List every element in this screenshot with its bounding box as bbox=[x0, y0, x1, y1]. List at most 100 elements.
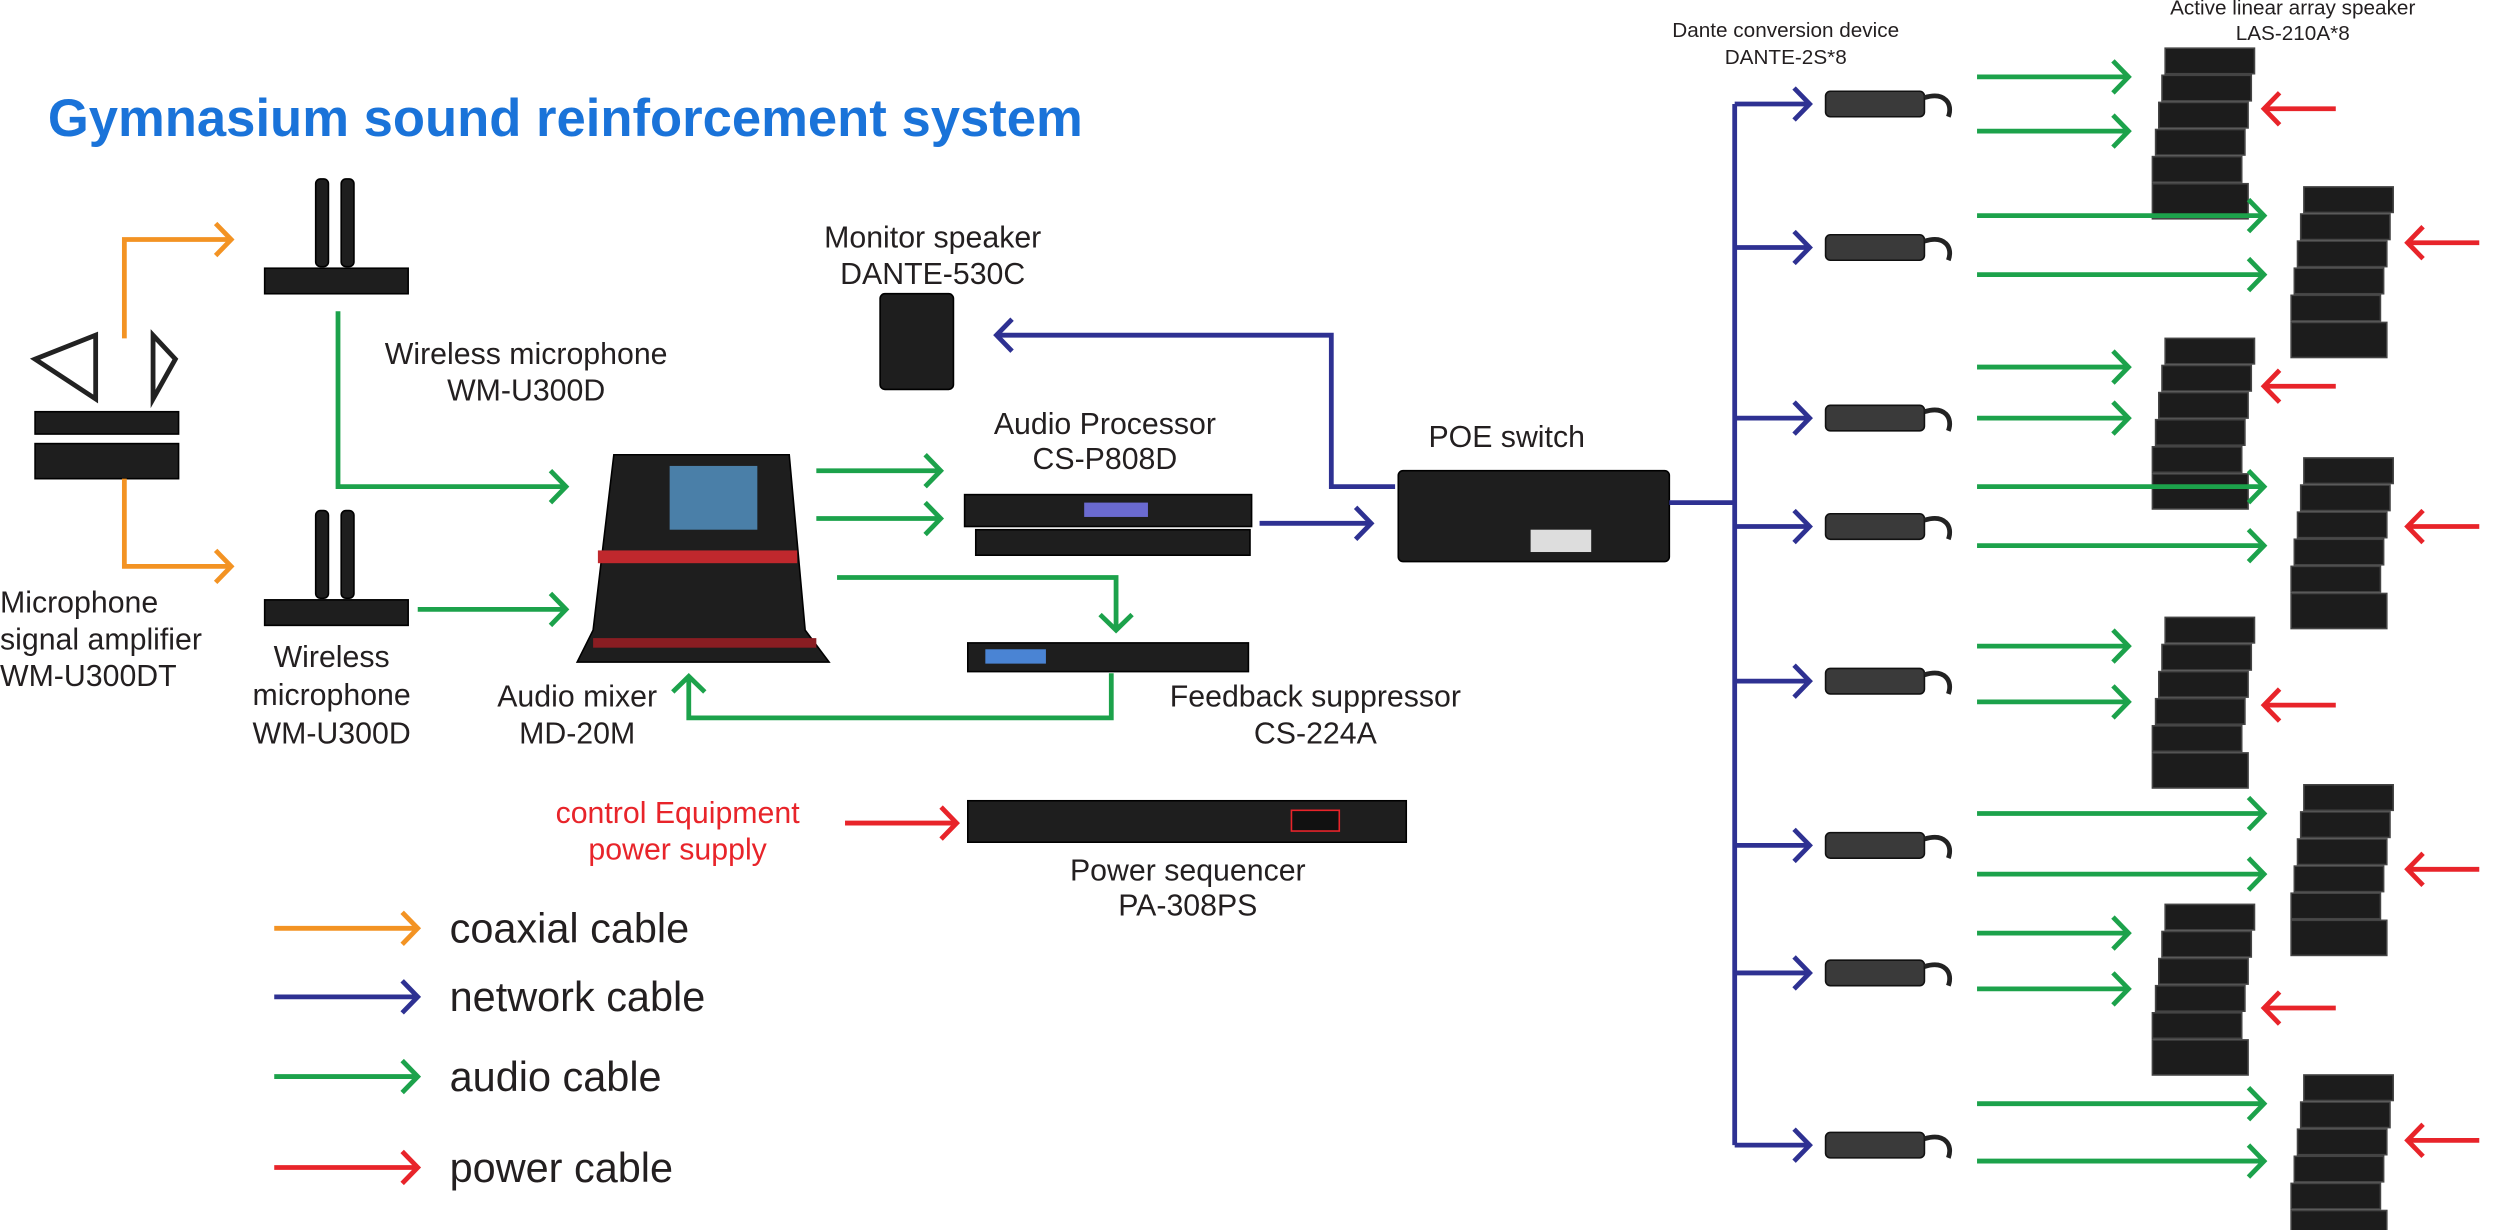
power-cable bbox=[2404, 1122, 2480, 1159]
audio-cable bbox=[1977, 400, 2132, 436]
audio-processor bbox=[963, 493, 1253, 557]
dante-conversion-device bbox=[1824, 831, 1952, 859]
legend-label: coaxial cable bbox=[450, 905, 690, 952]
antenna-icon bbox=[29, 329, 179, 409]
arrowhead-icon bbox=[2246, 795, 2268, 832]
mixer-model: MD-20M bbox=[519, 717, 635, 750]
suppressor-model: CS-224A bbox=[1254, 717, 1378, 750]
arrowhead-icon bbox=[400, 910, 422, 946]
power-supply-label: power supply bbox=[588, 834, 767, 867]
network-cable bbox=[993, 317, 1396, 490]
arrowhead-icon bbox=[2404, 1122, 2425, 1159]
line-array-speaker bbox=[2290, 1074, 2394, 1230]
arrowhead-icon bbox=[2111, 59, 2132, 95]
arrowhead-icon bbox=[213, 221, 235, 258]
power-cable bbox=[2260, 368, 2336, 404]
arrowhead-icon bbox=[1792, 86, 1813, 122]
sequencer-model: PA-308PS bbox=[1118, 890, 1257, 923]
arrowhead-icon bbox=[400, 1149, 422, 1186]
arrowhead-icon bbox=[2260, 368, 2282, 404]
arrowhead-icon bbox=[400, 1058, 422, 1095]
mic-top-model: WM-U300D bbox=[447, 375, 605, 408]
amplifier-label: signal amplifier bbox=[0, 623, 202, 656]
power-cable bbox=[2260, 91, 2336, 127]
arrowhead-icon bbox=[2111, 915, 2132, 951]
arrowhead-icon bbox=[2404, 508, 2425, 545]
mic-top-label: Wireless microphone bbox=[385, 338, 668, 371]
audio-cable bbox=[1977, 628, 2132, 664]
network-cable bbox=[1734, 508, 1813, 545]
audio-cable bbox=[1977, 468, 2268, 505]
arrowhead-icon bbox=[2111, 349, 2132, 385]
arrowhead-icon bbox=[2260, 990, 2282, 1026]
dante-label: Dante conversion device bbox=[1672, 19, 1899, 42]
legend-item: coaxial cable bbox=[274, 905, 689, 952]
arrowhead-icon bbox=[2246, 856, 2268, 892]
coaxial-cable bbox=[121, 221, 235, 339]
amplifier-label: Microphone bbox=[0, 587, 158, 620]
power-cable bbox=[845, 805, 960, 841]
arrowhead-icon bbox=[2246, 468, 2268, 505]
legend-item: audio cable bbox=[274, 1053, 662, 1100]
arrowhead-icon bbox=[1792, 508, 1813, 545]
microphone-signal-amplifier bbox=[29, 329, 180, 480]
arrowhead-icon bbox=[1353, 505, 1375, 542]
arrowhead-icon bbox=[923, 453, 945, 489]
dante-conversion-device bbox=[1824, 667, 1952, 695]
line-array-speaker bbox=[2151, 903, 2256, 1076]
diagram-title: Gymnasium sound reinforcement system bbox=[48, 89, 1083, 148]
arrowhead-icon bbox=[2246, 1086, 2268, 1122]
power-cable bbox=[2404, 508, 2480, 545]
mic-bottom-label: Wireless bbox=[274, 641, 390, 674]
network-cable bbox=[1734, 1127, 1813, 1163]
arrowhead-icon bbox=[2260, 91, 2282, 127]
poe-label: POE switch bbox=[1428, 421, 1585, 454]
arrowhead-icon bbox=[1792, 827, 1813, 864]
arrowhead-icon bbox=[1792, 1127, 1813, 1163]
audio-cable bbox=[837, 575, 1134, 634]
dante-conversion-device bbox=[1824, 1131, 1952, 1159]
dante-conversion-device bbox=[1824, 233, 1952, 262]
legend-arrow bbox=[274, 1058, 422, 1095]
audio-cable bbox=[1977, 527, 2268, 564]
arrowhead-icon bbox=[2111, 113, 2132, 149]
arrowhead-icon bbox=[671, 673, 707, 694]
arrowhead-icon bbox=[548, 591, 570, 628]
speaker-label: Active linear array speaker bbox=[2170, 0, 2415, 20]
sequencer-label: Power sequencer bbox=[1070, 854, 1306, 887]
line-array-speaker bbox=[2151, 47, 2256, 220]
dante-conversion-device bbox=[1824, 90, 1952, 118]
processor-label: Audio Processor bbox=[994, 408, 1216, 441]
arrowhead-icon bbox=[2111, 971, 2132, 1007]
network-cable bbox=[1734, 229, 1813, 266]
audio-cable bbox=[671, 673, 1114, 721]
arrowhead-icon bbox=[1792, 400, 1813, 436]
audio-cable bbox=[1977, 1086, 2268, 1122]
power-cable bbox=[2260, 990, 2336, 1026]
arrowhead-icon bbox=[548, 468, 570, 505]
arrowhead-icon bbox=[2260, 687, 2282, 723]
network-cable bbox=[1734, 86, 1813, 122]
dante-conversion-device bbox=[1824, 404, 1952, 432]
arrowhead-icon bbox=[1792, 955, 1813, 991]
audio-cable bbox=[1977, 256, 2268, 293]
audio-mixer bbox=[575, 453, 831, 663]
legend-arrow bbox=[274, 1149, 422, 1186]
power-sequencer bbox=[966, 799, 1408, 843]
audio-cable bbox=[1977, 795, 2268, 832]
arrowhead-icon bbox=[213, 548, 235, 585]
amplifier-model: WM-U300DT bbox=[0, 660, 177, 693]
line-array-speaker bbox=[2151, 616, 2256, 789]
legend-arrow bbox=[274, 979, 422, 1015]
arrowhead-icon bbox=[939, 805, 960, 841]
arrowhead-icon bbox=[400, 979, 422, 1015]
audio-cable bbox=[1977, 113, 2132, 149]
audio-cable bbox=[1977, 856, 2268, 892]
network-cable bbox=[1734, 663, 1813, 699]
arrowhead-icon bbox=[993, 317, 1014, 353]
monitor-model: DANTE-530C bbox=[840, 258, 1025, 291]
network-cable bbox=[1734, 955, 1813, 991]
arrowhead-icon bbox=[1098, 612, 1134, 634]
arrowhead-icon bbox=[2246, 256, 2268, 293]
